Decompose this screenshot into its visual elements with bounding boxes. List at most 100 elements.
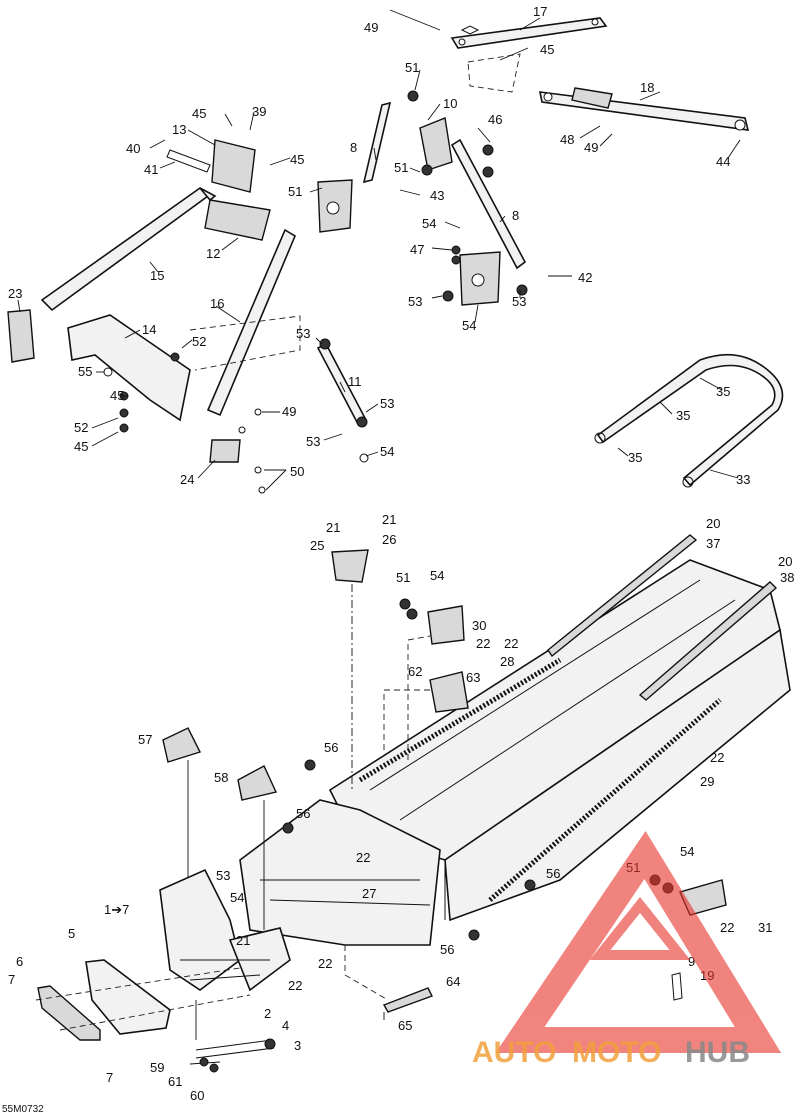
callout-24: 24 <box>180 472 194 487</box>
callout-13: 13 <box>172 122 186 137</box>
callout-48: 48 <box>560 132 574 147</box>
callout-41: 41 <box>144 162 158 177</box>
callout-21: 21 <box>326 520 340 535</box>
callout-7: 7 <box>106 1070 113 1085</box>
callout-12: 12 <box>206 246 220 261</box>
callout-47: 47 <box>410 242 424 257</box>
watermark-hub: HUB <box>685 1036 750 1069</box>
callout-45: 45 <box>110 388 124 403</box>
upper-bar-18 <box>538 87 750 131</box>
watermark-logo <box>495 830 782 1053</box>
callout-56: 56 <box>440 942 454 957</box>
plate-6 <box>37 985 101 1041</box>
callout-22: 22 <box>318 956 332 971</box>
callout-31: 31 <box>758 920 772 935</box>
callout-35: 35 <box>716 384 730 399</box>
callout-22: 22 <box>476 636 490 651</box>
callout-27: 27 <box>362 886 376 901</box>
callout-45: 45 <box>74 439 88 454</box>
callout-51: 51 <box>394 160 408 175</box>
callout-18: 18 <box>640 80 654 95</box>
tunnel-chassis <box>328 559 791 922</box>
callout-17: 17 <box>533 4 547 19</box>
shock-mount-left <box>317 179 353 233</box>
rail-38 <box>638 581 778 701</box>
callout-25: 25 <box>310 538 324 553</box>
callout-55: 55 <box>78 364 92 379</box>
callout-53: 53 <box>380 396 394 411</box>
callout-54: 54 <box>422 216 436 231</box>
callout-52: 52 <box>192 334 206 349</box>
caps-56 <box>282 759 536 941</box>
callout-22: 22 <box>504 636 518 651</box>
callout-56: 56 <box>546 866 560 881</box>
bracket-62 <box>429 671 469 713</box>
callout-43: 43 <box>430 188 444 203</box>
callout-35: 35 <box>628 450 642 465</box>
callout-54: 54 <box>380 444 394 459</box>
callout-15: 15 <box>150 268 164 283</box>
callout-49: 49 <box>584 140 598 155</box>
plate-12 <box>204 199 271 241</box>
pin-41 <box>166 149 211 173</box>
callout-54: 54 <box>462 318 476 333</box>
callout-42: 42 <box>578 270 592 285</box>
callout-20: 20 <box>706 516 720 531</box>
callout-30: 30 <box>472 618 486 633</box>
callout-62: 62 <box>408 664 422 679</box>
skid-plate-5 <box>85 959 171 1035</box>
callout-54: 54 <box>430 568 444 583</box>
callout-56: 56 <box>296 806 310 821</box>
callout-33: 33 <box>736 472 750 487</box>
callout-58: 58 <box>214 770 228 785</box>
callout-53: 53 <box>408 294 422 309</box>
callout-53: 53 <box>512 294 526 309</box>
callout-7: 7 <box>8 972 15 987</box>
watermark-auto: AUTO <box>472 1036 556 1069</box>
callout-labels: 49 17 45 18 48 49 44 51 10 46 8 51 51 43… <box>2 4 794 1115</box>
cover-14 <box>67 314 191 422</box>
diagram-code: 55M0732 <box>2 1104 44 1115</box>
callout-49: 49 <box>282 404 296 419</box>
watermark-triangle-icon <box>495 830 782 1053</box>
callout-37: 37 <box>706 536 720 551</box>
bracket-25 <box>331 549 369 583</box>
callout-14: 14 <box>142 322 156 337</box>
callout-46: 46 <box>488 112 502 127</box>
bracket-57 <box>162 727 201 763</box>
guide-line-skid-1 <box>35 967 241 1001</box>
callout-59: 59 <box>150 1060 164 1075</box>
callout-8: 8 <box>350 140 357 155</box>
callout-35: 35 <box>676 408 690 423</box>
callout-22: 22 <box>288 978 302 993</box>
track-left <box>358 657 562 783</box>
bumper-33 <box>594 353 784 488</box>
callout-60: 60 <box>190 1088 204 1103</box>
callout-56: 56 <box>324 740 338 755</box>
callout-2: 2 <box>264 1006 271 1021</box>
guide-line-62 <box>383 689 430 750</box>
callout-63: 63 <box>466 670 480 685</box>
nuts-top-middle <box>407 90 528 302</box>
callout-51: 51 <box>288 184 302 199</box>
callout-21: 21 <box>236 933 250 948</box>
callout-39: 39 <box>252 104 266 119</box>
callout-20: 20 <box>778 554 792 569</box>
callout-11: 11 <box>348 374 362 389</box>
watermark-moto: MOTO <box>572 1036 661 1069</box>
callout-53: 53 <box>306 434 320 449</box>
callout-6: 6 <box>16 954 23 969</box>
callout-53: 53 <box>296 326 310 341</box>
callout-57: 57 <box>138 732 152 747</box>
frame-8-right <box>450 138 527 270</box>
bracket-23 <box>7 309 35 363</box>
upper-bar-17 <box>450 17 608 49</box>
callout-38: 38 <box>780 570 794 585</box>
pin-9 <box>671 972 683 1001</box>
callout-8: 8 <box>512 208 519 223</box>
callout-51: 51 <box>396 570 410 585</box>
guide-line-64 <box>344 945 389 1001</box>
bracket-58 <box>237 765 277 801</box>
rod-11 <box>316 338 369 463</box>
shock-mount-right <box>459 251 501 306</box>
